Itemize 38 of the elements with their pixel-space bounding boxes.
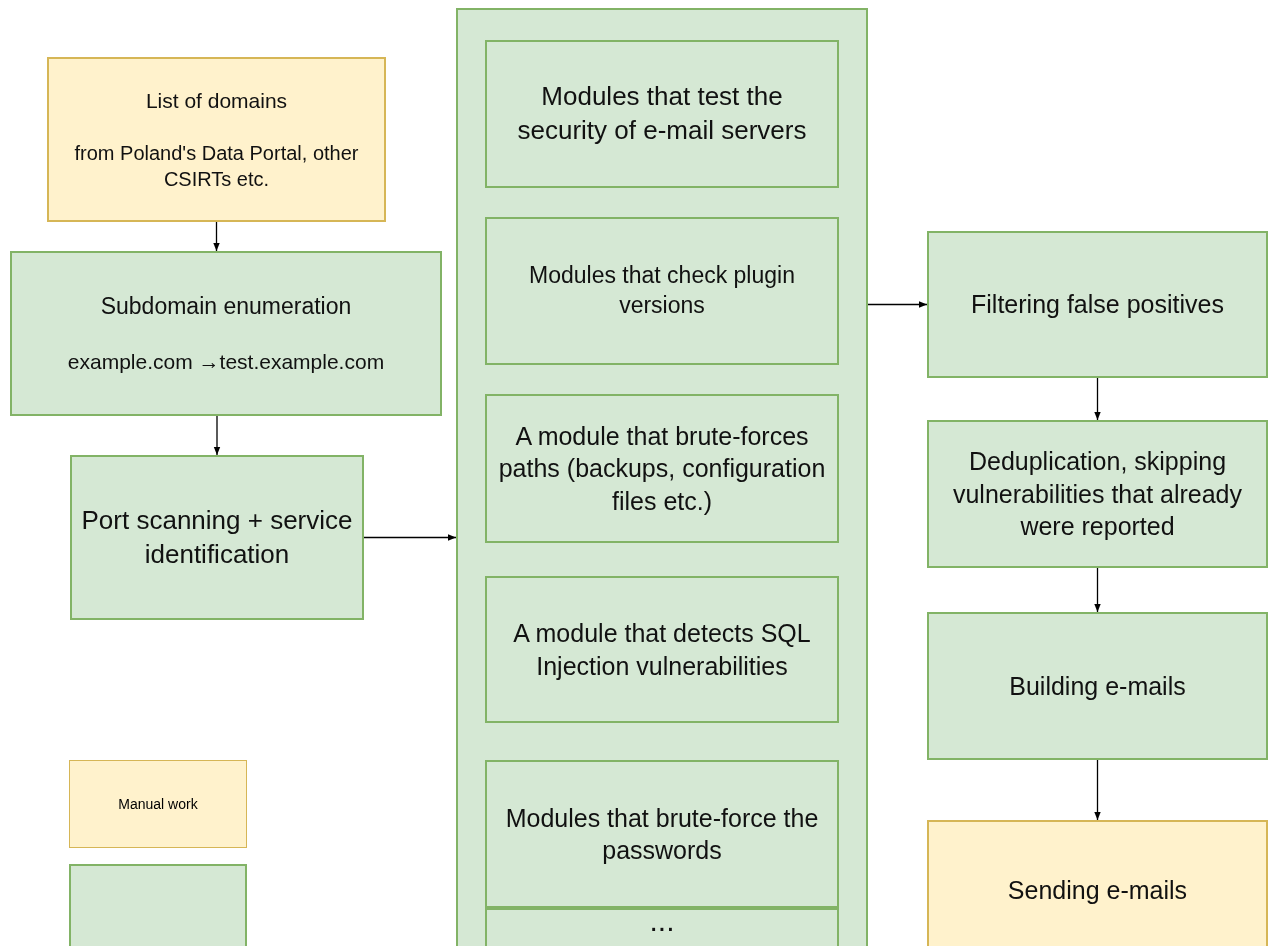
node-text: Modules that brute-force the passwords: [504, 802, 820, 866]
node-text: Sending e-mails: [1007, 875, 1188, 906]
legend-label: Manual work: [118, 796, 198, 812]
process-box: [485, 576, 839, 723]
process-box: [485, 40, 839, 188]
node-text: Port scanning + service identification: [80, 503, 354, 571]
arrow: [213, 415, 221, 456]
node-text: from Poland's Data Portal, other CSIRTs etc.: [73, 141, 360, 193]
legend-swatch: [69, 864, 247, 946]
arrow: [1094, 377, 1101, 421]
process-box: [485, 217, 839, 365]
node-text: Subdomain enumeration: [100, 291, 352, 321]
arrow: [1094, 759, 1101, 821]
process-box: [70, 455, 364, 620]
node-text: example.com →test.example.com: [67, 348, 385, 375]
node-text: List of domains: [145, 87, 288, 114]
node-text: Filtering false positives: [971, 289, 1224, 321]
input-box: [47, 57, 386, 222]
process-box: [10, 251, 442, 416]
arrow: [213, 221, 220, 252]
node-text: A module that detects SQL Injection vulnerabilities: [512, 618, 812, 682]
arrow: [867, 301, 928, 308]
process-box: [485, 394, 839, 543]
process-box: [927, 612, 1268, 760]
node-text: Building e-mails: [1009, 670, 1186, 702]
container-panel: [456, 8, 868, 946]
node-text: ...: [649, 906, 675, 936]
arrow: [1094, 567, 1101, 613]
process-box: [927, 231, 1268, 378]
process-box: [485, 760, 839, 908]
node-text: Deduplication, skipping vulnerabilities that already were reported: [951, 446, 1244, 543]
node-text: Modules that check plugin versions: [528, 261, 796, 320]
process-box: [927, 420, 1268, 568]
node-text: A module that brute-forces paths (backups, configuration files etc.): [497, 420, 827, 517]
arrow: [363, 534, 457, 541]
process-box: [485, 908, 839, 946]
node-text: Modules that test the security of e-mail servers: [516, 80, 808, 147]
process-box: [927, 820, 1268, 946]
